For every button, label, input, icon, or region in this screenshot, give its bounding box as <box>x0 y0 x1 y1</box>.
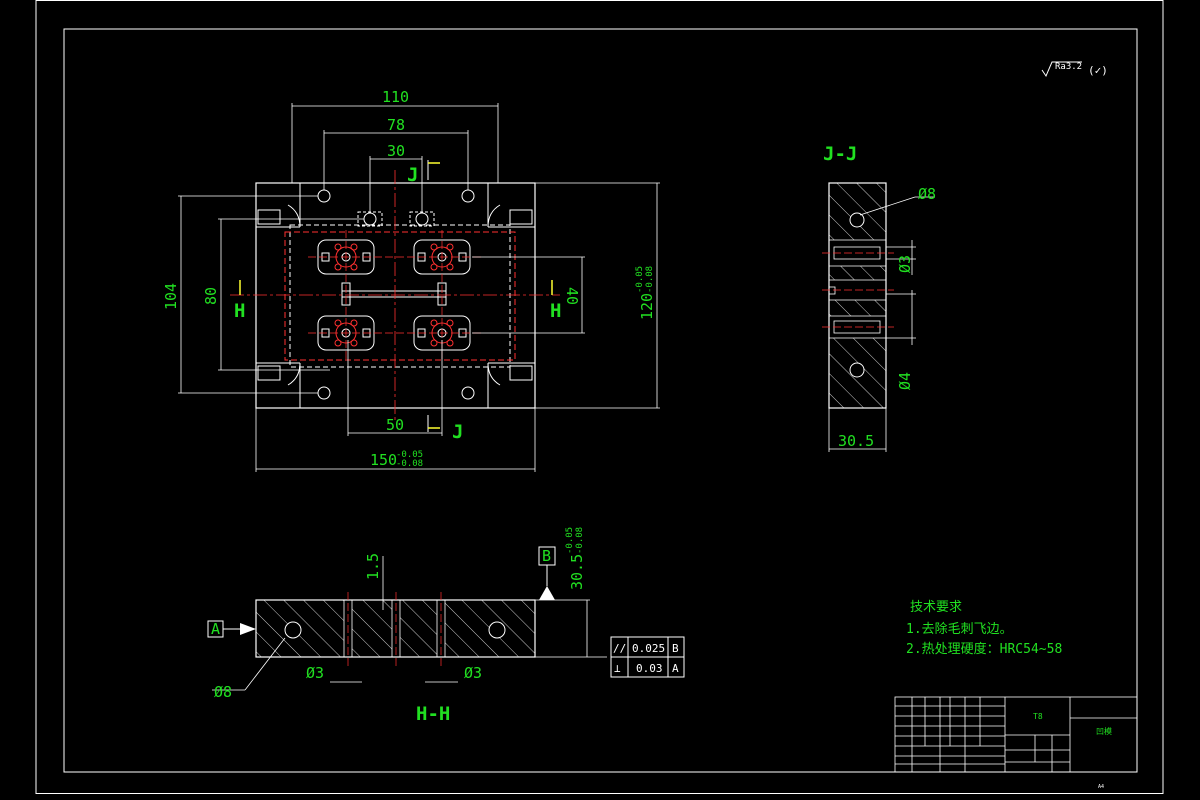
section-jj-title: J-J <box>823 143 857 165</box>
tech-req-item-1: 1.去除毛刺飞边。 <box>906 622 1013 637</box>
dim-120-upper: -0.05 <box>635 266 645 293</box>
title-block <box>894 696 1138 773</box>
sheet-mark: A4 <box>1098 784 1104 790</box>
dim-104: 104 <box>162 283 180 310</box>
tol-row1-symbol: // <box>613 642 626 655</box>
section-j-bottom: J <box>452 421 463 443</box>
roughness-note: (✓) <box>1088 64 1108 77</box>
dim-110: 110 <box>382 88 409 106</box>
datum-a: A <box>211 620 220 638</box>
roughness-symbol: Ra3.2 (✓) <box>1041 61 1108 78</box>
dim-150-lower: -0.08 <box>396 459 423 469</box>
hh-dim-1-5: 1.5 <box>364 553 382 580</box>
tol-row1-datum: B <box>672 642 679 655</box>
hh-dia3-left: Ø3 <box>306 664 324 682</box>
tech-req-item-2: 2.热处理硬度：HRC54~58 <box>906 641 1062 657</box>
section-jj: J-J <box>822 143 936 452</box>
hh-thickness-lower: -0.08 <box>575 527 585 554</box>
datum-b: B <box>542 547 551 565</box>
dim-40: 40 <box>563 287 581 305</box>
plan-view: 110 78 30 104 80 40 50 120 -0.05 -0.08 1… <box>162 88 660 472</box>
jj-dia4: Ø4 <box>896 372 914 390</box>
tech-requirements: 技术要求 1.去除毛刺飞边。 2.热处理硬度：HRC54~58 <box>906 600 1062 657</box>
jj-width: 30.5 <box>838 432 874 450</box>
tol-row2-value: 0.03 <box>636 662 663 675</box>
dim-120: 120 <box>638 293 656 320</box>
hh-thickness-upper: -0.05 <box>565 527 575 554</box>
title-block-part-name: 凹模 <box>1096 726 1112 736</box>
tol-row1-value: 0.025 <box>632 642 665 655</box>
dim-80: 80 <box>202 287 220 305</box>
hh-dia3-right: Ø3 <box>464 664 482 682</box>
hh-dia8: Ø8 <box>214 683 232 701</box>
tol-row2-symbol: ⊥ <box>614 662 621 675</box>
tech-req-title: 技术要求 <box>910 600 962 615</box>
hh-thickness: 30.5 <box>568 554 586 590</box>
tol-row2-datum: A <box>672 662 679 675</box>
dim-150-upper: -0.05 <box>396 450 423 460</box>
section-h-left: H <box>234 300 245 322</box>
jj-dia8: Ø8 <box>918 185 936 203</box>
dim-50: 50 <box>386 416 404 434</box>
tolerance-frame: // 0.025 B ⊥ 0.03 A <box>610 636 685 678</box>
roughness-value: Ra3.2 <box>1055 62 1082 72</box>
section-j-top: J <box>407 164 418 186</box>
sheet-borders <box>35 0 1164 794</box>
title-block-material: T8 <box>1033 712 1043 721</box>
jj-dia3: Ø3 <box>896 255 914 273</box>
dim-78: 78 <box>387 116 405 134</box>
dim-150: 150 <box>370 451 397 469</box>
section-h-right: H <box>550 300 561 322</box>
dim-120-lower: -0.08 <box>645 266 655 293</box>
dim-30: 30 <box>387 142 405 160</box>
section-hh-title: H-H <box>416 703 450 725</box>
section-hh: 1.5 30.5 -0.05 -0.08 Ø3 Ø3 Ø8 H-H A B //… <box>207 527 685 725</box>
